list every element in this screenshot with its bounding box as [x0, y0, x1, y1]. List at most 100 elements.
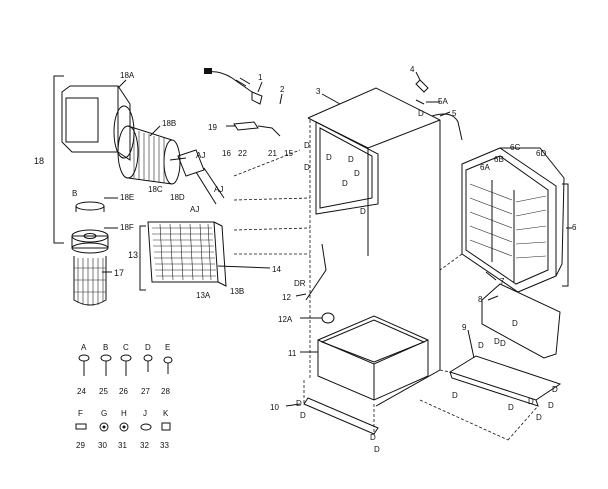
d-marker: D: [374, 445, 380, 454]
label-14: 14: [272, 265, 281, 274]
hardware-letter: A: [81, 343, 87, 352]
label-5: 5: [452, 109, 457, 118]
label-b: B: [72, 189, 77, 198]
label-12a: 12A: [278, 315, 293, 324]
hardware-number: 24: [77, 387, 86, 396]
hardware-number: 26: [119, 387, 128, 396]
label-2: 2: [280, 85, 285, 94]
d-marker: D: [304, 141, 310, 150]
hardware-number: 25: [99, 387, 108, 396]
d-marker: D: [508, 403, 514, 412]
d-marker: D: [528, 397, 534, 406]
label-18d: 18D: [170, 193, 185, 202]
hardware-labels: A B C D E 24 25 26 27 28 F G H J K 29 30…: [76, 343, 170, 450]
d-marker: D: [354, 169, 360, 178]
motor-bracket: [177, 149, 205, 177]
drain-tube: [305, 243, 327, 301]
d-marker: D: [296, 399, 302, 408]
housing-opening: [65, 97, 99, 143]
label-aj-3: AJ: [190, 205, 199, 214]
label-18a: 18A: [120, 71, 135, 80]
hardware-j-icon: [140, 423, 152, 431]
bracket-13: [139, 225, 146, 291]
float-switch: [233, 121, 281, 137]
label-15: 15: [284, 149, 293, 158]
d-marker: D: [326, 153, 332, 162]
d-marker: D: [300, 411, 306, 420]
hardware-letter: K: [163, 409, 169, 418]
label-21: 21: [268, 149, 277, 158]
housing-ring: [113, 105, 135, 159]
bracket-18: [53, 75, 64, 244]
hardware-letter: D: [145, 343, 151, 352]
cylinder-filter: [73, 256, 107, 306]
label-18e: 18E: [120, 193, 134, 202]
blower-wheel: [117, 125, 181, 185]
d-marker: D: [452, 391, 458, 400]
hardware-a-icon: [78, 354, 90, 376]
label-7: 7: [500, 277, 505, 286]
hardware-f-icon: [75, 423, 87, 430]
label-4: 4: [410, 65, 415, 74]
evaporative-pad-assembly: [439, 147, 569, 293]
label-aj-1: AJ: [196, 151, 205, 160]
blower-assembly: [53, 75, 225, 306]
d-marker: D: [494, 337, 500, 346]
hardware-number: 33: [160, 441, 169, 450]
hardware-g-icon: [99, 422, 109, 432]
clamp-ring-ends: [75, 206, 105, 212]
cabinet: [233, 87, 441, 435]
access-plate: [481, 283, 561, 359]
d-marker: D: [552, 385, 558, 394]
power-cord: [204, 68, 263, 105]
d-marker: D: [370, 433, 376, 442]
hardware-number: 27: [141, 387, 150, 396]
hardware-number: 32: [140, 441, 149, 450]
label-16: 16: [222, 149, 231, 158]
d-marker: D: [500, 339, 506, 348]
d-marker: D: [304, 163, 310, 172]
float: [321, 312, 335, 324]
label-3: 3: [316, 87, 321, 96]
d-marker: D: [342, 179, 348, 188]
d-marker: D: [418, 109, 424, 118]
d-marker: D: [478, 341, 484, 350]
hardware-h-icon: [119, 422, 129, 432]
label-dr: DR: [294, 279, 306, 288]
label-18b: 18B: [162, 119, 176, 128]
hardware-letter: E: [165, 343, 170, 352]
hardware-number: 29: [76, 441, 85, 450]
label-22: 22: [238, 149, 247, 158]
label-13a: 13A: [196, 291, 211, 300]
label-6d: 6D: [536, 149, 546, 158]
hardware-letter: G: [101, 409, 107, 418]
label-9: 9: [462, 323, 467, 332]
label-1: 1: [258, 73, 263, 82]
label-aj-2: AJ: [214, 185, 223, 194]
hardware-e-icon: [163, 356, 173, 374]
hardware-d-icon: [143, 354, 153, 372]
hardware-letter: J: [143, 409, 147, 418]
bracket-6: [562, 183, 569, 287]
label-18c: 18C: [148, 185, 163, 194]
d-marker: D: [512, 319, 518, 328]
label-8: 8: [478, 295, 483, 304]
label-11: 11: [288, 349, 297, 358]
leader-lines: [102, 71, 572, 407]
hardware-number: 30: [98, 441, 107, 450]
hardware-letter: F: [78, 409, 83, 418]
hardware-letter: C: [123, 343, 129, 352]
label-5a: 5A: [438, 97, 448, 106]
label-17: 17: [114, 268, 124, 278]
d-marker: D: [348, 155, 354, 164]
water-fitting: [415, 79, 463, 141]
label-6a: 6A: [480, 163, 490, 172]
base-rail: [303, 397, 379, 435]
part-labels: 18A 1 8 18B 18C 18D 18E 18F B 17 AJ AJ AJ…: [34, 65, 577, 412]
base-channel: [419, 355, 562, 441]
clamp-ring: [75, 201, 105, 211]
d-marker: D: [548, 401, 554, 410]
label-18f: 18F: [120, 223, 134, 232]
